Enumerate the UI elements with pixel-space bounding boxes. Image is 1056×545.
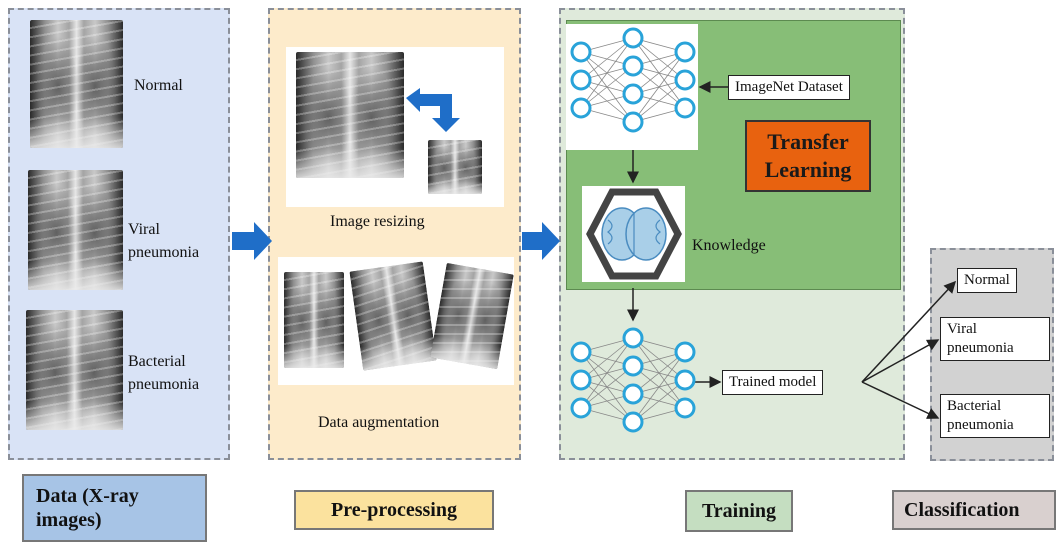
xray-small-image <box>428 140 482 194</box>
output-normal-box: Normal <box>957 268 1017 293</box>
trained-model-box: Trained model <box>722 370 824 395</box>
label-viral-pneumonia: Viral pneumonia <box>128 221 200 261</box>
flow-arrow-icon <box>232 222 272 260</box>
brain-background <box>582 186 685 282</box>
footer-data-label: Data (X-ray images) <box>22 474 207 542</box>
transfer-learning-box: Transfer Learning <box>745 120 871 192</box>
footer-preprocessing-label: Pre-processing <box>294 490 494 530</box>
flow-arrow-icon <box>522 222 560 260</box>
xray-normal-image <box>30 20 123 148</box>
xray-large-image <box>296 52 404 178</box>
footer-classification-label: Classification <box>892 490 1056 530</box>
xray-viral-image <box>28 170 123 290</box>
output-viral-pneumonia-box: Viral pneumonia <box>940 317 1050 361</box>
transfer-learning-line-2: Learning <box>764 157 852 182</box>
label-knowledge: Knowledge <box>692 237 766 254</box>
label-image-resizing: Image resizing <box>330 213 425 230</box>
label-normal: Normal <box>134 77 183 94</box>
label-bacterial-pneumonia: Bacterial pneumonia <box>128 353 200 393</box>
footer-training-label: Training <box>685 490 793 532</box>
xray-bacterial-image <box>26 310 123 430</box>
transfer-learning-line-1: Transfer <box>767 129 849 154</box>
imagenet-dataset-box: ImageNet Dataset <box>728 75 850 100</box>
output-bacterial-pneumonia-box: Bacterial pneumonia <box>940 394 1050 438</box>
label-data-augmentation: Data augmentation <box>318 414 440 431</box>
pretrained-network-background <box>566 24 698 150</box>
xray-augmented-2 <box>349 261 437 371</box>
xray-augmented-1 <box>284 272 344 368</box>
